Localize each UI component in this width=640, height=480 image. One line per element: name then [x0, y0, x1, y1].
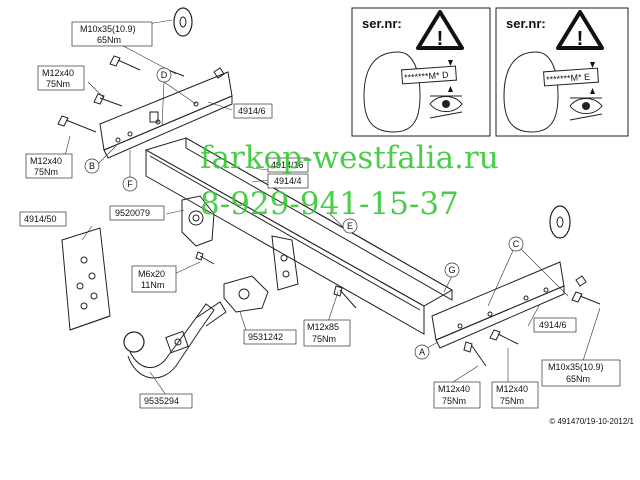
svg-text:M12x40: M12x40 — [438, 384, 470, 394]
socket-bracket — [181, 195, 215, 247]
svg-text:M12x40: M12x40 — [42, 68, 74, 78]
svg-text:75Nm: 75Nm — [442, 396, 466, 406]
svg-text:75Nm: 75Nm — [312, 334, 336, 344]
svg-text:M10x35(10.9): M10x35(10.9) — [548, 362, 604, 372]
svg-text:9531242: 9531242 — [248, 332, 283, 342]
copyright: © 491470/19-10-2012/1 — [549, 417, 634, 426]
serial-box-right-code: *******M* E — [546, 72, 591, 85]
label-m12-c: M12x40 75Nm — [433, 381, 481, 409]
svg-text:M6x20: M6x20 — [138, 269, 165, 279]
callout-d-text: D — [161, 70, 168, 80]
callout-a-text: A — [419, 347, 425, 357]
label-m12-d: M12x40 75Nm — [491, 381, 539, 409]
svg-text:M12x40: M12x40 — [496, 384, 528, 394]
coupling-block — [223, 275, 269, 313]
svg-text:9535294: 9535294 — [144, 396, 179, 406]
label-m10-right: M10x35(10.9) 65Nm — [541, 359, 621, 387]
svg-text:9520079: 9520079 — [115, 208, 150, 218]
svg-text:75Nm: 75Nm — [500, 396, 524, 406]
label-4914-50: 4914/50 — [19, 211, 67, 227]
callout-f-text: F — [127, 179, 133, 189]
eye-icon — [429, 95, 463, 119]
label-9520079: 9520079 — [109, 205, 165, 221]
ball-hitch — [123, 301, 227, 379]
svg-text:M10x35(10.9): M10x35(10.9) — [80, 24, 136, 34]
svg-text:4914/6: 4914/6 — [238, 106, 266, 116]
watermark-site: farkop-westfalia.ru — [200, 140, 499, 176]
callout-g-text: G — [448, 265, 455, 275]
label-4914-6-right: 4914/6 — [533, 317, 577, 333]
bolts-right — [333, 275, 601, 367]
svg-text:75Nm: 75Nm — [46, 79, 70, 89]
callout-g: G — [444, 262, 460, 278]
callout-b: B — [84, 158, 100, 174]
callout-d: D — [156, 67, 172, 83]
label-m6x20: M6x20 11Nm — [131, 265, 177, 293]
callout-f: F — [122, 176, 138, 192]
electrical-socket — [61, 227, 111, 331]
svg-text:4914/4: 4914/4 — [274, 176, 302, 186]
callout-c: C — [508, 236, 524, 252]
warning-triangle-icon: ! — [556, 10, 604, 50]
callout-e: E — [342, 218, 358, 234]
callout-c-text: C — [513, 239, 520, 249]
serial-box-left-title: ser.nr: — [362, 16, 402, 31]
svg-text:M12x40: M12x40 — [30, 156, 62, 166]
washer-right — [549, 205, 571, 239]
serial-box-right: ser.nr: ! *******M* E — [495, 7, 629, 137]
small-bolt — [195, 251, 215, 265]
watermark-phone: 8-929-941-15-37 — [200, 186, 459, 222]
svg-text:4914/50: 4914/50 — [24, 214, 57, 224]
label-4914-6-top: 4914/6 — [233, 103, 273, 119]
label-m12-b: M12x40 75Nm — [25, 153, 73, 179]
svg-text:!: ! — [437, 28, 444, 50]
label-4914-4: 4914/4 — [267, 173, 309, 189]
label-m12-a: M12x40 75Nm — [37, 65, 85, 91]
washer-top — [173, 7, 193, 37]
label-m10-top: M10x35(10.9) 65Nm — [71, 21, 153, 47]
warning-triangle-icon: ! — [416, 10, 464, 50]
label-9535294: 9535294 — [139, 393, 193, 409]
right-mounting-plate — [431, 261, 565, 349]
svg-text:4914/6: 4914/6 — [539, 320, 567, 330]
svg-text:65Nm: 65Nm — [566, 374, 590, 384]
label-9531242: 9531242 — [243, 329, 297, 345]
main-crossbar — [144, 137, 454, 335]
serial-box-left-code: *******M* D — [404, 70, 450, 83]
label-m12x85: M12x85 75Nm — [303, 319, 351, 347]
svg-text:M12x85: M12x85 — [307, 322, 339, 332]
svg-text:65Nm: 65Nm — [97, 35, 121, 45]
callout-a: A — [414, 344, 430, 360]
svg-text:75Nm: 75Nm — [34, 167, 58, 177]
svg-text:4914/16: 4914/16 — [271, 160, 304, 170]
svg-text:!: ! — [577, 28, 584, 50]
callout-b-text: B — [89, 161, 95, 171]
label-4914-16: 4914/16 — [267, 157, 309, 173]
callout-e-text: E — [347, 221, 353, 231]
svg-text:11Nm: 11Nm — [141, 280, 164, 290]
serial-box-right-title: ser.nr: — [506, 16, 546, 31]
serial-box-left: ser.nr: ! *******M* D — [351, 7, 491, 137]
eye-icon — [569, 97, 603, 121]
rear-bracket — [271, 235, 299, 291]
